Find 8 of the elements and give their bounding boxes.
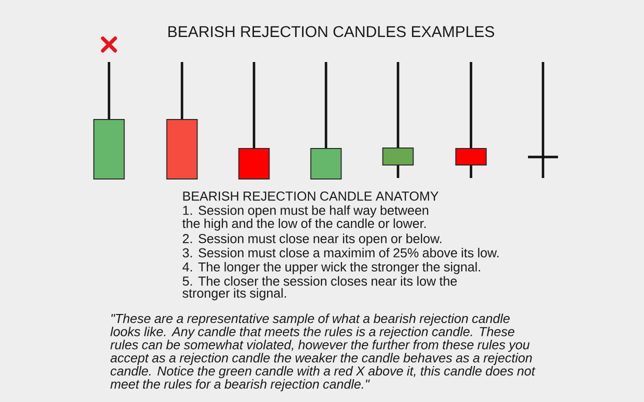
note-text: "These are a representative sample of what a bearish rejection candle looks like. Any candle that meets the rules is a rejection candle. These rules can be somewhat violated, however the further from these rules you accept as a rejection candle the weaker the candle behaves as a rejection candle. Notice the green candle with a red X above it, this candle does not meet the rules for a bearish rejection candle."	[110, 314, 536, 392]
rule-text: 1. Session open must be half way between the high and the low of the candle or lower.	[182, 205, 428, 231]
title: BEARISH REJECTION CANDLES EXAMPLES	[168, 26, 494, 38]
rule-text: 5. The closer the session closes near its low the stronger its signal.	[182, 276, 457, 300]
rule-text: 3. Session must close a maximim of 25% above its low.	[182, 248, 498, 258]
heading: BEARISH REJECTION CANDLE ANATOMY	[183, 192, 438, 201]
rule-text: 4. The longer the upper wick the stronger the signal.	[182, 262, 480, 274]
rule-text: 2. Session must close near its open or below.	[182, 234, 442, 246]
